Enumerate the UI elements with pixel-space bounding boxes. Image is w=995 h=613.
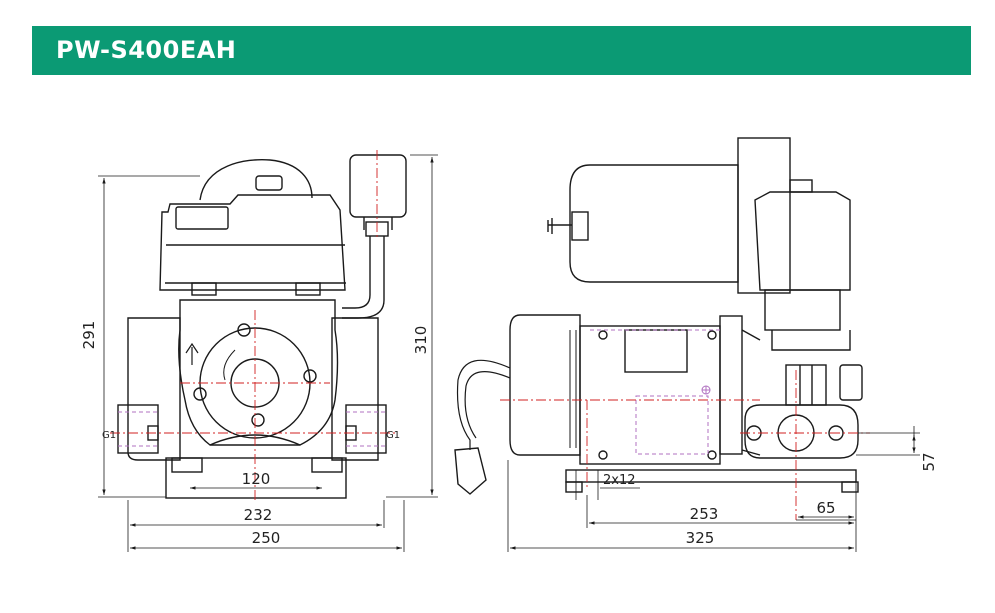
front-base — [165, 457, 347, 499]
model-title: PW-S400EAH — [56, 36, 237, 64]
dim-57: 57 — [920, 452, 938, 471]
dim-232: 232 — [244, 506, 273, 524]
side-motor — [509, 314, 581, 456]
dim-250: 250 — [252, 529, 281, 547]
dim-253: 253 — [690, 505, 719, 523]
dim-325: 325 — [686, 529, 715, 547]
dim-2x12: 2x12 — [603, 473, 636, 488]
dim-291: 291 — [80, 321, 98, 350]
dim-120: 120 — [242, 470, 271, 488]
pressure-switch — [349, 154, 407, 218]
port-label-left: G1 — [102, 430, 116, 441]
title-banner: PW-S400EAH — [32, 26, 971, 75]
dim-65: 65 — [816, 499, 835, 517]
side-view — [454, 137, 863, 495]
front-pump-casing — [178, 299, 339, 446]
power-cord — [456, 359, 511, 450]
port-label-right: G1 — [386, 430, 400, 441]
front-tank-dome — [199, 158, 313, 201]
front-switch-body — [159, 194, 346, 291]
side-outlet-flange — [744, 404, 859, 459]
port-left — [117, 404, 159, 454]
power-plug — [454, 447, 487, 495]
front-view — [117, 154, 407, 499]
port-right — [345, 404, 387, 454]
check-valve — [785, 364, 827, 406]
side-pressure-tank — [569, 164, 739, 283]
dim-310: 310 — [412, 326, 430, 355]
